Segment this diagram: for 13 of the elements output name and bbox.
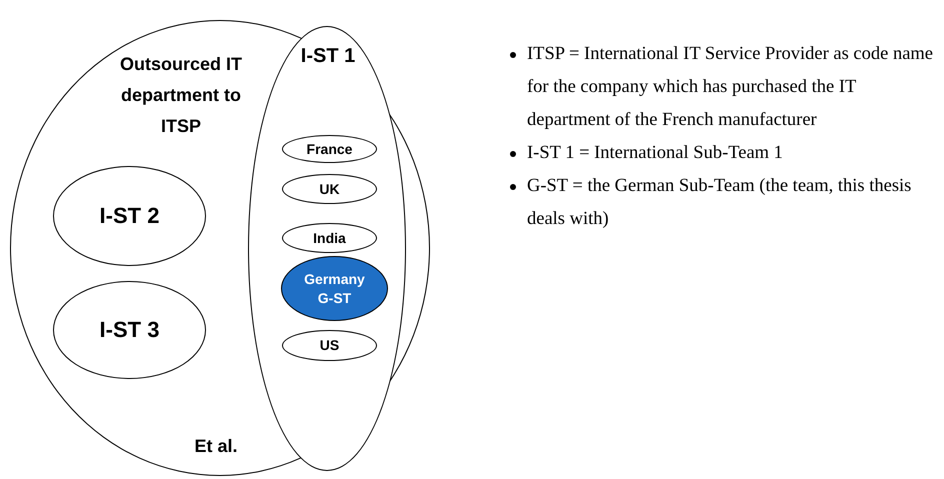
highlighted-ellipse: Germany G-ST — [281, 256, 388, 321]
ellipse-region: France — [282, 135, 377, 163]
group-note: Et al. — [193, 435, 238, 458]
group-title: Outsourced IT department to ITSP — [118, 53, 243, 138]
ellipse-region: India — [282, 223, 377, 253]
ellipse-region: US — [282, 330, 377, 361]
bullet-text: ITSP = International IT Service Provider as code name for the company which has purchased the IT department of the French manufacturer — [527, 44, 934, 130]
bullet-text: I-ST 1 = International Sub-Team 1 — [527, 143, 783, 163]
bullet-text: G-ST = the German Sub-Team (the team, this thesis deals with) — [527, 176, 912, 229]
ellipse-region: I-ST 3 — [53, 281, 206, 379]
ellipse-region: UK — [282, 174, 377, 204]
group-title: I-ST 1 — [300, 45, 356, 67]
ellipse-region: I-ST 2 — [53, 166, 206, 266]
